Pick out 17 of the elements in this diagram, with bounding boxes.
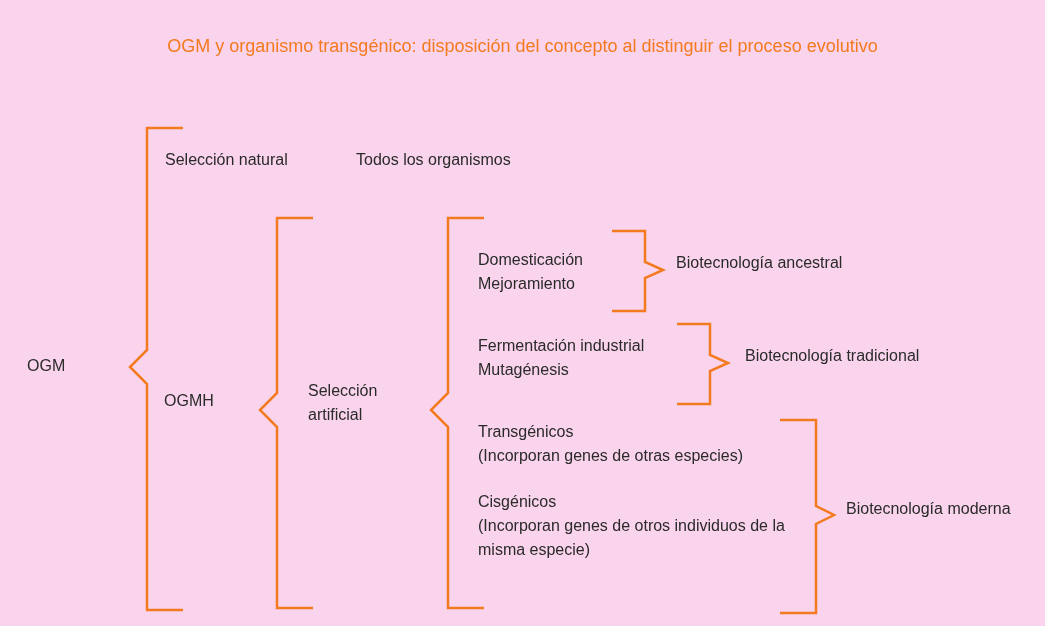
label-text: Cisgénicos (478, 492, 557, 512)
label-text: (Incorporan genes de otros individuos de la misma especie) (478, 516, 786, 560)
label-text: OGM (27, 356, 66, 376)
label-text: OGMH (164, 391, 214, 411)
label-text: Todos los organismos (356, 150, 511, 170)
label-text: Biotecnología moderna (846, 499, 1011, 519)
label-text: Selección natural (165, 150, 288, 170)
label-text: Selección artificial (308, 381, 379, 425)
label-text: Domesticación (478, 250, 583, 270)
label-text: Biotecnología tradicional (745, 346, 920, 366)
diagram-title: OGM y organismo transgénico: disposición del concepto al distinguir el proceso evolutivo (166, 36, 879, 57)
label-text: Mejoramiento (478, 274, 575, 294)
label-text: (Incorporan genes de otras especies) (478, 446, 744, 466)
label-text: Fermentación industrial (478, 336, 645, 356)
label-text: Mutagénesis (478, 360, 569, 380)
label-text: Biotecnología ancestral (676, 253, 843, 273)
label-text: Transgénicos (478, 422, 574, 442)
